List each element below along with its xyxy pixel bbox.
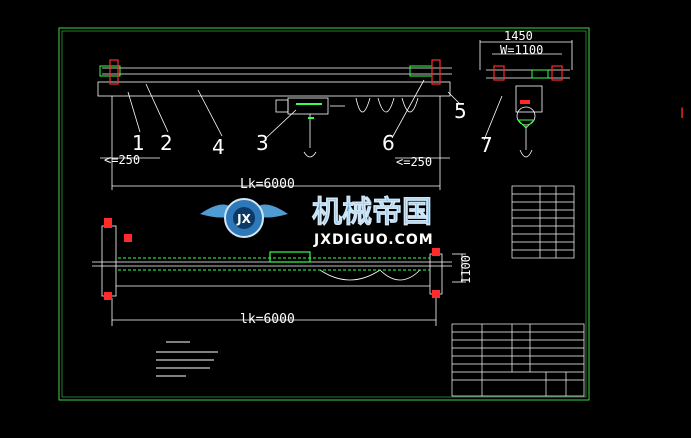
title-block bbox=[451, 323, 585, 397]
dim-1100-side: 1100 bbox=[459, 255, 473, 284]
outer-frame bbox=[58, 27, 590, 401]
part-label-3: 3 bbox=[256, 131, 269, 155]
part-label-4: 4 bbox=[212, 135, 225, 159]
part-label-1: 1 bbox=[132, 131, 145, 155]
technical-notes bbox=[156, 341, 218, 377]
right-edge-mark: I bbox=[680, 106, 684, 122]
part-label-2: 2 bbox=[160, 131, 173, 155]
dim-left-250: <=250 bbox=[104, 153, 140, 167]
plan-view-details bbox=[104, 218, 440, 300]
inner-frame bbox=[61, 30, 587, 398]
dim-lk-bottom: lk=6000 bbox=[240, 312, 295, 327]
dim-w1100: W=1100 bbox=[500, 43, 543, 57]
watermark-logo: JX bbox=[200, 198, 288, 238]
part-label-7: 7 bbox=[480, 133, 493, 157]
watermark-title: 机械帝国 bbox=[312, 195, 432, 230]
side-view-wheels bbox=[493, 65, 563, 129]
part-label-5: 5 bbox=[454, 99, 467, 123]
dim-lk-top: Lk=6000 bbox=[240, 177, 295, 192]
dim-1450: 1450 bbox=[504, 29, 533, 43]
logo-letters: JX bbox=[236, 212, 251, 226]
parameter-table bbox=[511, 185, 575, 259]
front-elevation-view bbox=[97, 67, 461, 190]
dim-right-250: <=250 bbox=[396, 155, 432, 169]
side-view bbox=[479, 40, 573, 158]
watermark-url: JXDIGUO.COM bbox=[313, 232, 434, 248]
front-wheels bbox=[99, 59, 441, 119]
part-label-6: 6 bbox=[382, 131, 395, 155]
